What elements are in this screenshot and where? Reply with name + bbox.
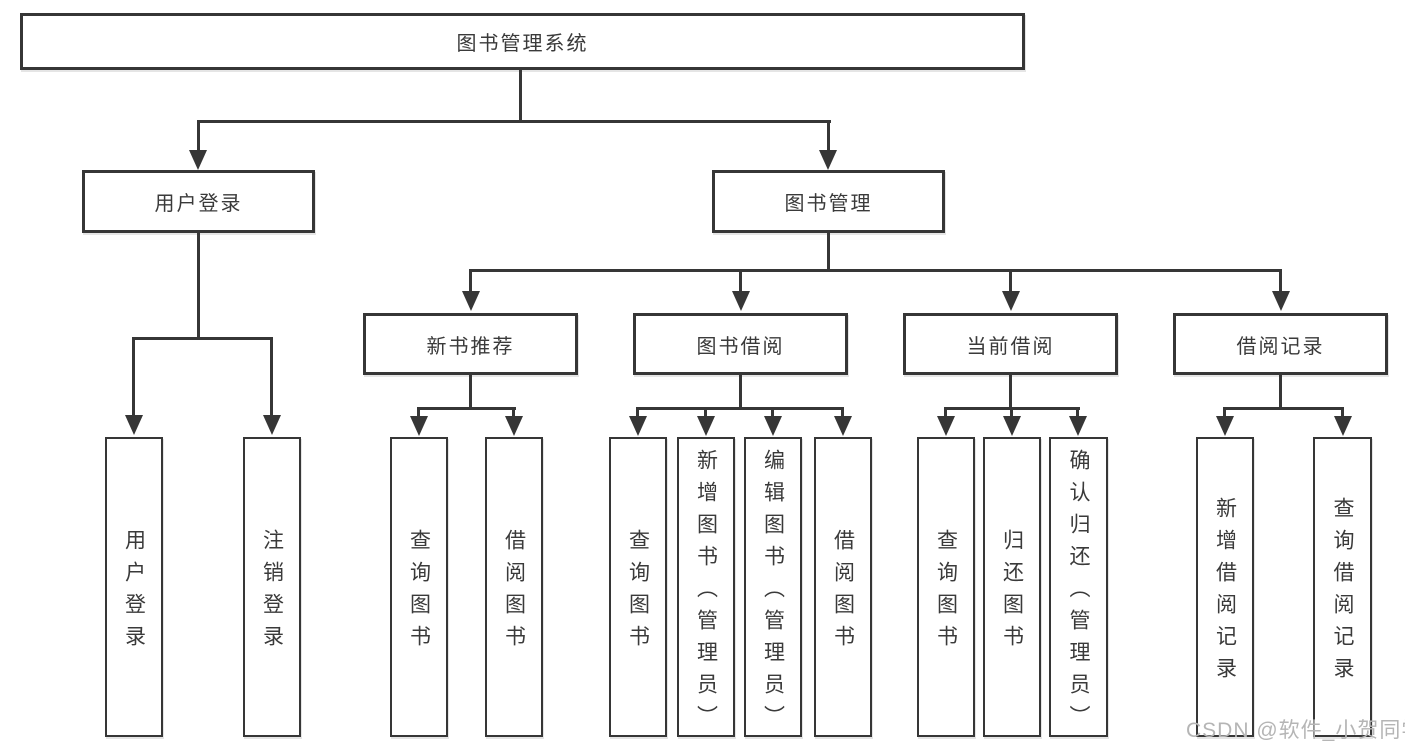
arrowhead-leaf-cb-return xyxy=(1003,416,1021,436)
connector-to-borrowing-records xyxy=(1279,272,1282,293)
node-book-management-label: 图书管理 xyxy=(784,193,873,215)
connector-br-crossbar xyxy=(1223,407,1344,410)
leaf-logout-label: 注销登录 xyxy=(260,528,284,657)
connector-user-login-stem xyxy=(197,233,200,340)
arrowhead-leaf-cb-query xyxy=(937,416,955,436)
node-borrowing-records-label: 借阅记录 xyxy=(1236,335,1325,358)
leaf-bb-query-books-label: 查询图书 xyxy=(626,528,650,657)
arrowhead-new-book-recommendation xyxy=(462,291,480,311)
arrowhead-leaf-bb-add xyxy=(697,416,715,436)
leaf-bb-query-books: 查询图书 xyxy=(609,437,667,737)
leaf-cb-query-books-label: 查询图书 xyxy=(934,528,958,657)
connector-root-to-book-management xyxy=(827,123,830,151)
connector-to-leaf-logout xyxy=(270,340,273,416)
connector-to-leaf-br-add xyxy=(1223,410,1226,417)
connector-to-leaf-bb-query xyxy=(636,410,639,417)
connector-to-new-book-recommendation xyxy=(469,272,472,293)
connector-root-crossbar xyxy=(197,120,831,123)
connector-bb-stem xyxy=(739,375,742,410)
connector-cb-stem xyxy=(1009,375,1012,410)
arrowhead-leaf-user-login xyxy=(125,415,143,435)
leaf-br-query-record: 查询借阅记录 xyxy=(1313,437,1372,737)
leaf-br-add-record: 新增借阅记录 xyxy=(1196,437,1254,737)
connector-user-login-crossbar xyxy=(132,337,273,340)
node-root-label: 图书管理系统 xyxy=(456,33,589,55)
connector-root-to-user-login xyxy=(197,123,200,151)
node-borrowing-records: 借阅记录 xyxy=(1173,313,1388,375)
connector-to-current-borrowing xyxy=(1009,272,1012,293)
node-new-book-recommendation: 新书推荐 xyxy=(363,313,578,375)
arrowhead-leaf-logout xyxy=(263,415,281,435)
arrowhead-borrowing-records xyxy=(1272,291,1290,311)
csdn-watermark: CSDN @软件_小贺同学 xyxy=(1186,719,1405,742)
node-new-book-recommendation-label: 新书推荐 xyxy=(426,335,515,358)
arrowhead-book-borrowing xyxy=(732,291,750,311)
connector-book-management-crossbar xyxy=(469,269,1282,272)
arrowhead-user-login xyxy=(189,150,207,170)
node-current-borrowing-label: 当前借阅 xyxy=(966,335,1055,358)
leaf-bb-edit-books-label: 编辑图书（管理员） xyxy=(761,448,785,737)
connector-to-leaf-cb-confirm xyxy=(1076,410,1079,417)
connector-to-leaf-cb-query xyxy=(944,410,947,417)
connector-br-stem xyxy=(1279,375,1282,410)
connector-to-leaf-bb-edit xyxy=(771,410,774,417)
arrowhead-leaf-cb-confirm xyxy=(1069,416,1087,436)
leaf-bb-borrow-books-label: 借阅图书 xyxy=(831,528,855,657)
node-root: 图书管理系统 xyxy=(20,13,1025,70)
connector-book-management-stem xyxy=(827,233,830,272)
arrowhead-leaf-nbr-borrow xyxy=(505,416,523,436)
leaf-cb-return-books-label: 归还图书 xyxy=(1000,528,1024,657)
arrowhead-leaf-bb-query xyxy=(629,416,647,436)
arrowhead-leaf-nbr-query xyxy=(410,416,428,436)
leaf-nbr-query-books: 查询图书 xyxy=(390,437,448,737)
leaf-bb-add-books-label: 新增图书（管理员） xyxy=(694,448,718,737)
leaf-nbr-borrow-books-label: 借阅图书 xyxy=(502,528,526,657)
connector-root-stem xyxy=(519,70,522,123)
connector-to-leaf-bb-add xyxy=(704,410,707,417)
node-book-borrowing-label: 图书借阅 xyxy=(696,335,785,358)
leaf-user-login: 用户登录 xyxy=(105,437,163,737)
connector-nbr-stem xyxy=(469,375,472,410)
leaf-nbr-borrow-books: 借阅图书 xyxy=(485,437,543,737)
connector-to-leaf-bb-borrow xyxy=(841,410,844,417)
node-book-management: 图书管理 xyxy=(712,170,945,233)
connector-to-leaf-nbr-query xyxy=(417,410,420,417)
leaf-cb-return-books: 归还图书 xyxy=(983,437,1041,737)
node-user-login: 用户登录 xyxy=(82,170,315,233)
connector-to-book-borrowing xyxy=(739,272,742,293)
leaf-nbr-query-books-label: 查询图书 xyxy=(407,528,431,657)
connector-nbr-crossbar xyxy=(417,407,516,410)
node-book-borrowing: 图书借阅 xyxy=(633,313,848,375)
leaf-logout: 注销登录 xyxy=(243,437,301,737)
arrowhead-leaf-bb-edit xyxy=(764,416,782,436)
node-current-borrowing: 当前借阅 xyxy=(903,313,1118,375)
arrowhead-leaf-bb-borrow xyxy=(834,416,852,436)
leaf-bb-add-books: 新增图书（管理员） xyxy=(677,437,735,737)
leaf-cb-query-books: 查询图书 xyxy=(917,437,975,737)
leaf-br-query-record-label: 查询借阅记录 xyxy=(1331,496,1354,689)
leaf-cb-confirm-return: 确认归还（管理员） xyxy=(1049,437,1108,737)
connector-cb-crossbar xyxy=(944,407,1080,410)
leaf-br-add-record-label: 新增借阅记录 xyxy=(1213,496,1237,689)
arrowhead-leaf-br-add xyxy=(1216,416,1234,436)
connector-to-leaf-user-login xyxy=(132,340,135,416)
leaf-bb-borrow-books: 借阅图书 xyxy=(814,437,872,737)
connector-bb-crossbar xyxy=(636,407,844,410)
node-user-login-label: 用户登录 xyxy=(154,193,243,215)
leaf-user-login-label: 用户登录 xyxy=(122,528,146,657)
leaf-bb-edit-books: 编辑图书（管理员） xyxy=(744,437,802,737)
arrowhead-leaf-br-query xyxy=(1334,416,1352,436)
connector-to-leaf-nbr-borrow xyxy=(512,410,515,417)
arrowhead-book-management xyxy=(819,150,837,170)
connector-to-leaf-br-query xyxy=(1341,410,1344,417)
connector-to-leaf-cb-return xyxy=(1010,410,1013,417)
arrowhead-current-borrowing xyxy=(1002,291,1020,311)
leaf-cb-confirm-return-label: 确认归还（管理员） xyxy=(1067,448,1090,737)
